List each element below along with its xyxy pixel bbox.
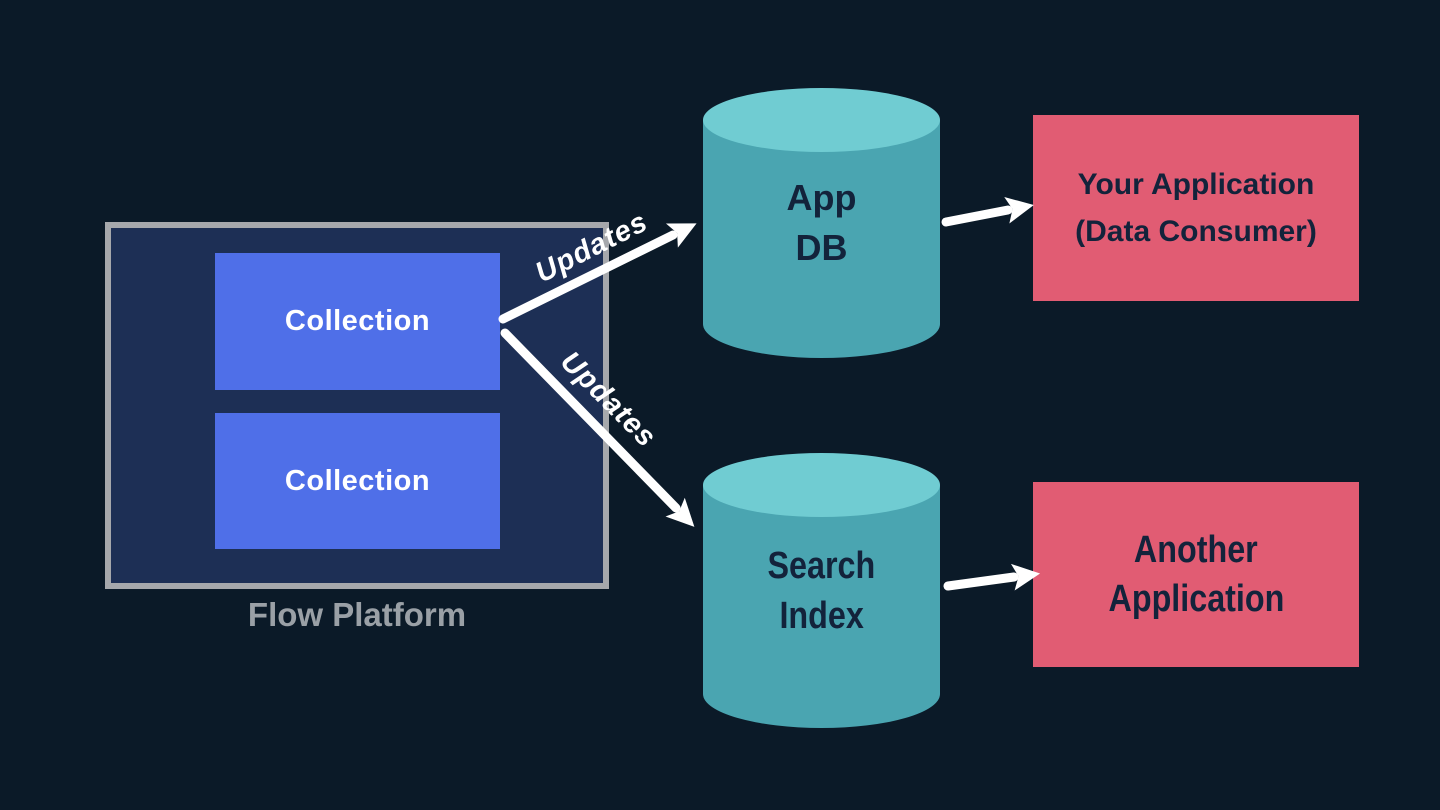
app-db-label-line1: App (786, 177, 857, 218)
another-application-line2: Application (1108, 577, 1284, 620)
collection-node: Collection (215, 413, 500, 549)
your-application-line2: (Data Consumer) (1075, 215, 1317, 248)
collection-label: Collection (284, 464, 431, 497)
cylinder-body (703, 485, 940, 728)
collection-label: Collection (284, 305, 431, 337)
search-index-label: Search Index (703, 453, 940, 728)
search-index-label-line1: Search (767, 544, 876, 587)
your-application-node: Your Application (Data Consumer) (1033, 115, 1359, 301)
collection-node: Collection (215, 253, 500, 390)
your-application-line1: Your Application (1077, 168, 1315, 201)
arrow-searchindex-to-another-application (943, 563, 1041, 591)
app-db-label: App DB (703, 88, 940, 358)
cylinder-top-ellipse (703, 88, 940, 152)
another-application-line1: Another (1134, 528, 1258, 571)
another-application-node: Another Application (1033, 482, 1359, 667)
cylinder-body (703, 120, 940, 358)
search-index-label-line2: Index (779, 594, 864, 637)
app-db-cylinder: App DB (703, 88, 940, 358)
app-db-label-line2: DB (795, 227, 848, 268)
flow-platform-label: Flow Platform (247, 596, 467, 633)
search-index-cylinder: Search Index (703, 453, 940, 728)
cylinder-top-ellipse (703, 453, 940, 517)
arrow-appdb-to-your-application (941, 197, 1034, 227)
